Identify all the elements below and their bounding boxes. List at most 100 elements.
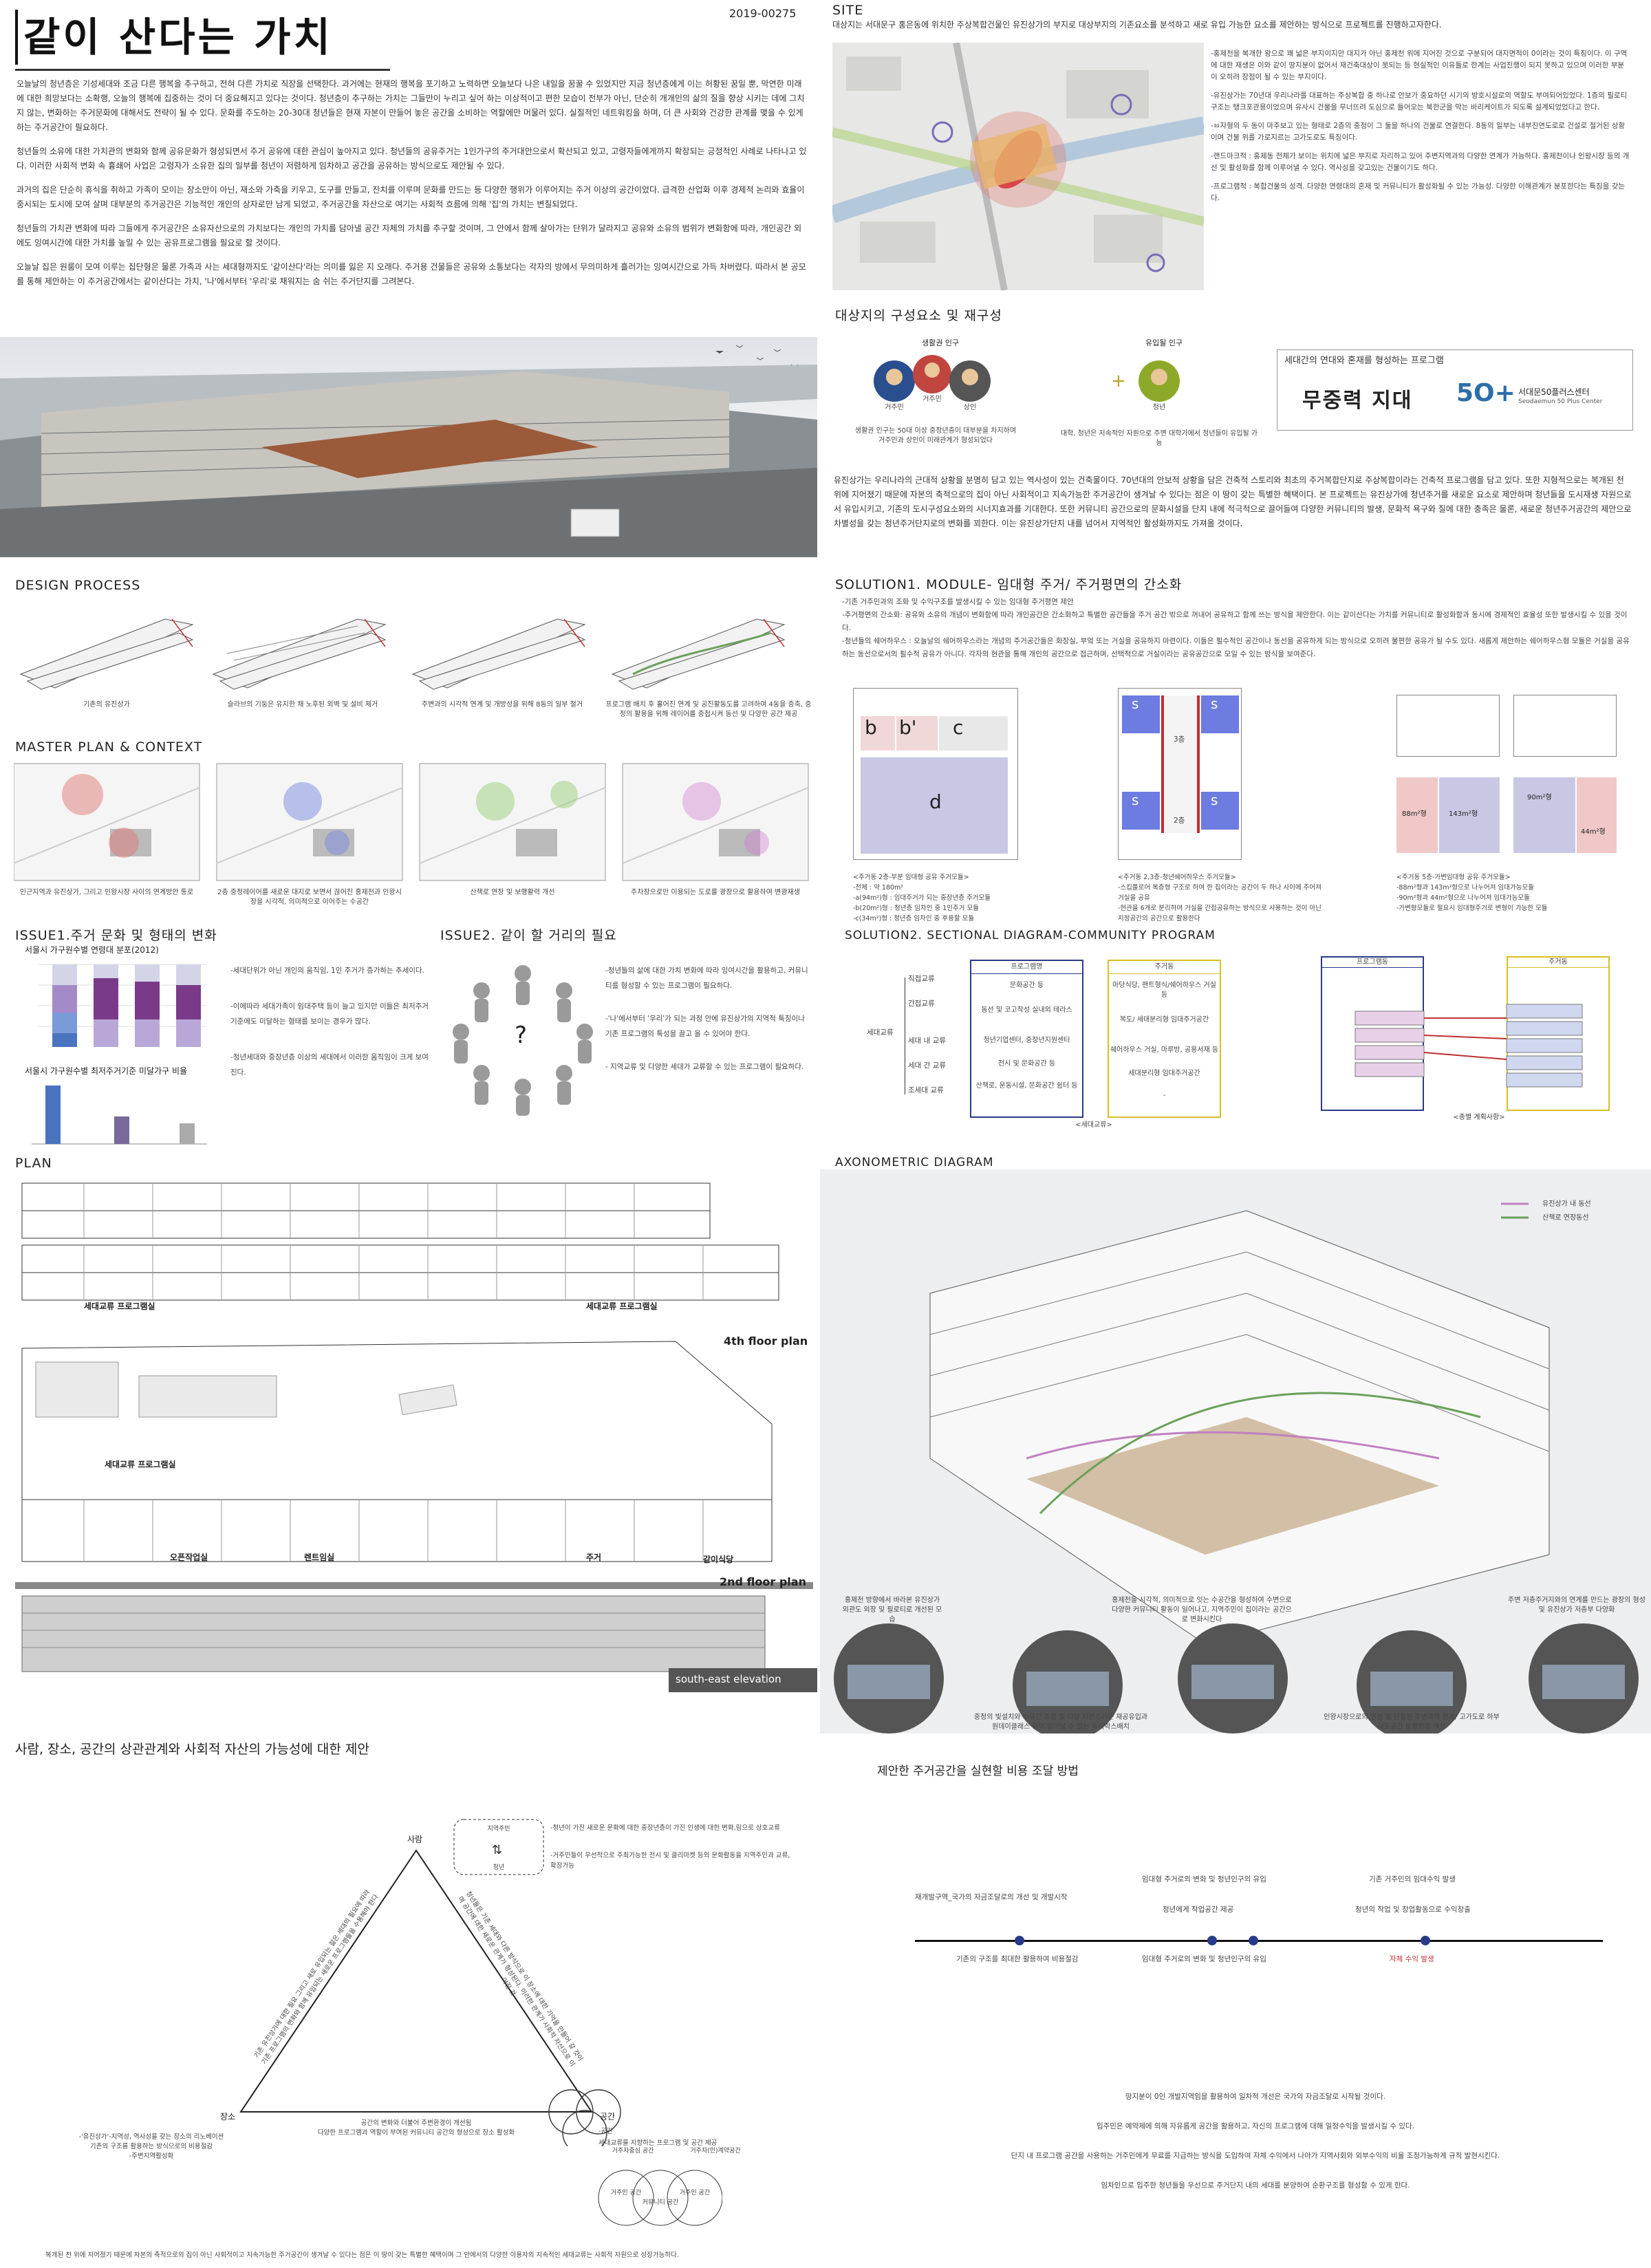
intro-paragraph: 오늘날 집은 원룸이 모여 이루는 집단형은 물론 가족과 사는 세대형까지도 … — [17, 262, 806, 286]
room-c: c — [939, 716, 1008, 750]
solution2-heading: SOLUTION2. SECTIONAL DIAGRAM-COMMUNITY P… — [845, 929, 1216, 942]
composition-diagram: 생활권 인구 유입될 인구 + 거주민 거주민 상인 청년 생활권 인구는 50… — [853, 337, 1258, 461]
people-circle-icon: ? — [444, 960, 602, 1118]
axon-heading: AXONOMETRIC DIAGRAM — [835, 1156, 994, 1169]
room-label: s — [1211, 792, 1218, 808]
room-label: s — [1211, 695, 1218, 712]
site-note: -랜드마크적 : 홍제동 전체가 보이는 위치에 넓은 부지로 자리하고 있어 … — [1211, 152, 1630, 172]
plan-heading: PLAN — [15, 1156, 52, 1171]
timeline-label-bottom-accent: 자체 수익 발생 — [1390, 1955, 1434, 1963]
venn-item: 거주민 공간 — [610, 2190, 642, 2196]
floor-2-label: 2nd floor plan — [720, 1575, 806, 1588]
col-item: 마당식당, 팬트형식/쉐어하우스 거실 등 — [1112, 982, 1216, 999]
site-heading: SITE — [832, 3, 864, 18]
plan-label: 렌트임실 — [304, 1553, 335, 1562]
hero-render — [0, 337, 817, 557]
timeline-label-bottom: 임대형 주거로의 변화 및 청년인구의 유입 — [1142, 1955, 1266, 1963]
issue1-heading: ISSUE1.주거 문화 및 형태의 변화 — [15, 928, 217, 943]
master-plan-maps: 인근지역과 유진상가, 그리고 인왕시장 사이의 연계방안 통로 2층 중정레이… — [14, 760, 812, 911]
place-note: -'유진상가'-지역성, 역사성을 갖는 장소의 리노베이션 기존의 구조를 활… — [78, 2133, 224, 2160]
unit-frame — [1513, 695, 1617, 757]
col-item: - — [1163, 1092, 1166, 1099]
birds-icon — [715, 345, 799, 367]
process-step: 슬라브의 기둥은 유지한 채 노후된 외벽 및 설비 제거 — [227, 701, 378, 709]
intro-paragraph: 청년들의 소유에 대한 가치관의 변화와 함께 공유문화가 형성되면서 주거 공… — [17, 147, 807, 171]
relations-heading: 사람, 장소, 공간의 상관관계와 사회적 자산의 가능성에 대한 제안 — [15, 1742, 369, 1757]
site-note: -프로그램적 : 복합건물의 성격. 다양한 연령대의 혼재 및 커뮤니티가 활… — [1211, 182, 1626, 202]
module-caption-1: <주거동 2층-부분 임대형 공유 주거모듈> -전체 : 약 180m² -a… — [853, 874, 991, 922]
logo-50plus-text: 서대문50플러스센터 — [1518, 387, 1590, 397]
persons-icon: + — [874, 355, 1180, 402]
room-label: 90m²형 — [1527, 794, 1552, 801]
room-label: s — [1132, 792, 1139, 808]
venn-label: 거주자중심 공간 — [612, 2148, 654, 2154]
program-box: 세대간의 연대와 혼재를 형성하는 프로그램 무중력 지대 5O+ 서대문50플… — [1277, 349, 1633, 431]
triangle-icon: ⇅ — [239, 1819, 621, 2146]
finance-paragraph: 땅지분이 0인 개발지역임을 활용하여 일차적 개선은 국가의 자금조달로 시작… — [1125, 2093, 1386, 2101]
room-label: s — [1132, 695, 1139, 712]
site-note: -유진상가는 70년대 우리나라를 대표하는 주상복합 중 하나로 안보가 중요… — [1211, 91, 1628, 111]
axon-caption: 홍제천을 시각적, 의미적으로 잇는 수공간을 형성하여 수변으로 다양한 커뮤… — [1112, 1597, 1292, 1623]
relations-note-top: -청년이 가진 새로운 문화에 대한 중장년층이 가진 인생에 대한 변화,림으… — [550, 1824, 780, 1832]
issue1-note: -청년세대와 중장년층 이상의 세대에서 이러한 움직임이 크게 보여진다. — [230, 1053, 429, 1077]
timeline-dot — [1421, 1936, 1430, 1945]
room-s: s — [1122, 792, 1160, 830]
person-label: 거주민 — [922, 396, 942, 403]
tree-node: 조세대 교류 — [908, 1086, 944, 1094]
module-plan-3: 88m²형 143m²형 90m²형 44m²형 — [1396, 688, 1630, 860]
col-item: 청년기업센터, 중장년지원센터 — [983, 1037, 1070, 1044]
col-title: 프로그램명 — [971, 961, 1082, 974]
finance-paragraph: 입주민은 예약제에 의해 자유롭게 공간을 활용하고, 자신의 프로그램에 대해… — [1096, 2122, 1415, 2130]
entry-id: 2019-00275 — [729, 7, 797, 20]
group2-label: 유입될 인구 — [1145, 338, 1183, 347]
issue2-notes: -청년들의 삶에 대한 가치 변화에 따라 잉여시간을 활용하고, 커뮤니티를 … — [605, 963, 812, 1074]
room-label: b' — [899, 716, 917, 739]
venn-item: 거주민 공간 — [679, 2190, 711, 2196]
col-title: 주거동 — [1109, 961, 1220, 974]
group1-label: 생활권 인구 — [922, 338, 960, 347]
design-process-heading: DESIGN PROCESS — [15, 578, 141, 593]
plan-label: 같이식당 — [703, 1555, 734, 1564]
housing-column: 주거동 마당식당, 팬트형식/쉐어하우스 거실 등 복도/ 세대분리형 임대주거… — [1108, 960, 1221, 1118]
col-item: 쉐어하우스 거실, 마루방, 공용서재 등 — [1110, 1046, 1219, 1054]
tree-caption: <세대교류> — [1075, 1121, 1112, 1129]
process-step: 프로그램 배치 후 홀어진 연계 및 공진활동도를 고려하여 4동을 증축, 중… — [605, 701, 812, 718]
room-label: b — [865, 716, 877, 739]
plus-icon: + — [1111, 371, 1126, 391]
master-plan-heading: MASTER PLAN & CONTEXT — [15, 739, 203, 755]
page-title: 같이 산다는 가치 — [15, 10, 400, 65]
logo-mujungryeok: 무중력 지대 — [1302, 389, 1413, 413]
intro-text: 오늘날의 청년층은 기성세대와 조금 다른 행복을 추구하고, 전혀 다른 가치… — [17, 77, 808, 289]
col-item: 복도/ 세대분리형 임대주거공간 — [1119, 1016, 1209, 1024]
plan-label: 세대교류 프로그램실 — [586, 1302, 658, 1311]
col-item: 전시 및 문화공간 등 — [997, 1060, 1056, 1068]
master-caption: 2층 중정레이어를 새로운 대지로 보면서 끊어진 홍제천과 인왕시장을 시각적… — [217, 889, 402, 906]
title-area: 같이 산다는 가치 — [15, 10, 400, 72]
logo-50plus: 5O+ — [1456, 379, 1515, 407]
room-143: 143m²형 — [1439, 777, 1500, 853]
issue1-note: -이에따라 세대가족이 임대주택 등이 늘고 있지만 이들은 최저주거기준에도 … — [230, 1002, 429, 1026]
col-item: 문화공간 등 — [1009, 982, 1044, 989]
room-b: b — [861, 716, 895, 750]
space-note: -공간 세대교류를 지향하는 프로그램 및 공간 제공 — [598, 2128, 717, 2147]
axon-caption: 인왕시장으로의 연결 및 단절된 주변과의 연계/ 고가도로 하부 보도공간 보… — [1324, 1714, 1500, 1731]
issue2-note: -청년들의 삶에 대한 가치 변화에 따라 잉여시간을 활용하고, 커뮤니티를 … — [605, 966, 808, 990]
relations-footer: 복개된 천 위에 지어졌기 때문에 자본의 축적으로의 집이 아닌 사회적이고 … — [45, 2251, 679, 2259]
site-note: -홍제천을 복개한 왕으로 꽤 넓은 부지이지만 대지가 아닌 홍제천 위에 지… — [1211, 50, 1628, 81]
issue2-note: -'나'에서부터 '우리'가 되는 과정 안에 유진상가의 지역적 특징이나 기… — [605, 1015, 805, 1038]
venn-label: 거주자(민)계약공간 — [690, 2148, 741, 2154]
timeline-label-top: 재개발구역_국가의 자금조달로의 개선 및 개발시작 — [915, 1892, 1142, 1903]
intro-paragraph: 과거의 집은 단순히 휴식을 취하고 가족이 모이는 장소만이 아닌, 재소와 … — [17, 185, 805, 209]
plan-label: 오픈작업실 — [170, 1553, 208, 1562]
tree-node: 간접교류 — [908, 1000, 935, 1008]
timeline-dot — [1207, 1936, 1217, 1945]
floor-label: 2층 — [1174, 817, 1185, 825]
issue1-chart1 — [25, 958, 211, 1054]
col-title: 주거동 — [1508, 958, 1608, 968]
icon-label-local: 지역주민 — [487, 1826, 510, 1833]
finance-paragraphs: 땅지분이 0인 개발지역임을 활용하여 일차적 개선은 국가의 자금조달로 시작… — [881, 2091, 1630, 2192]
room-label: d — [929, 790, 942, 813]
col-item: 세대분리형 임대주거공간 — [1128, 1070, 1200, 1077]
room-88: 88m²형 — [1396, 777, 1438, 853]
plan-label: 주거 — [586, 1553, 602, 1562]
